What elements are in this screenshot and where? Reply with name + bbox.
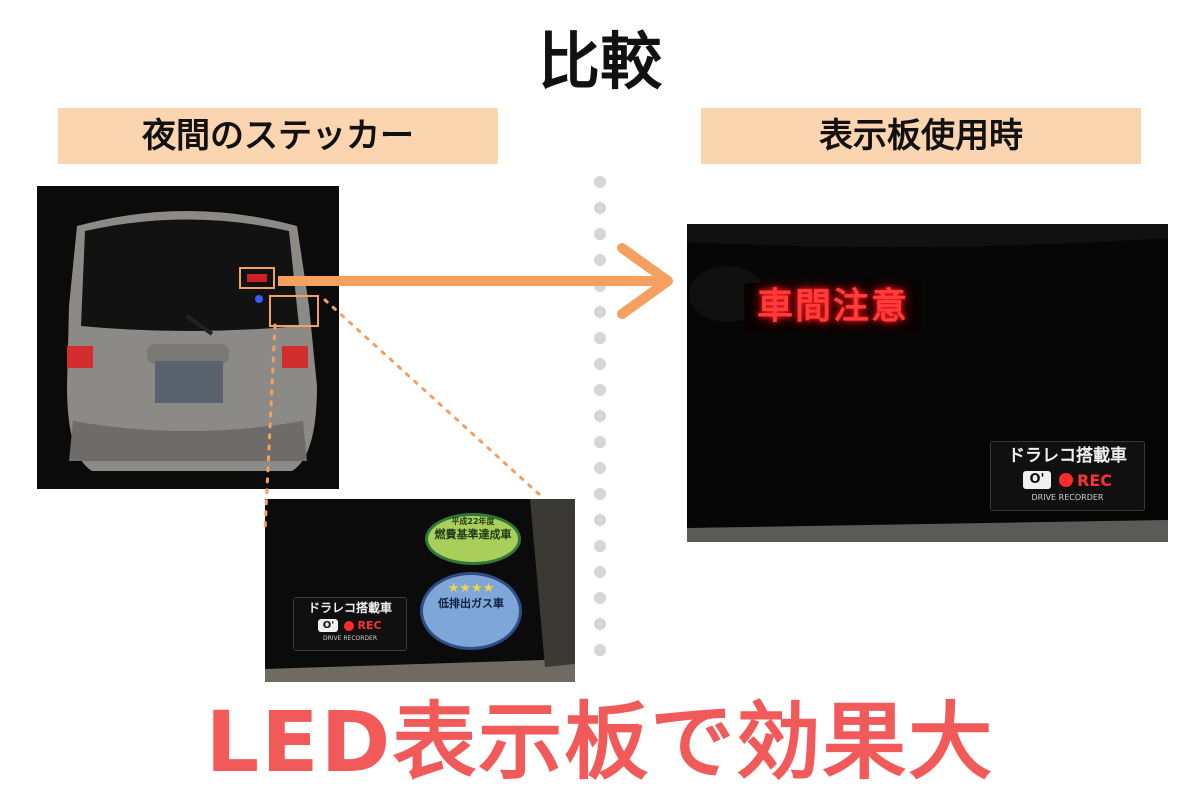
emission-sticker-label: 低排出ガス車 xyxy=(438,597,504,610)
right-label: 表示板使用時 xyxy=(701,108,1141,164)
rec-dot-icon xyxy=(344,620,355,631)
sticker-row: O' REC xyxy=(991,468,1144,492)
low-emission-sticker: ★★★★ 低排出ガス車 xyxy=(420,572,522,650)
arrow-head-icon xyxy=(617,243,673,319)
connector-right xyxy=(323,298,542,497)
car-illustration xyxy=(37,186,339,489)
led-display: 車間注意 xyxy=(744,283,922,331)
sticker-inset-sub: DRIVE RECORDER xyxy=(323,635,377,642)
rec-dot-icon xyxy=(1059,473,1073,487)
page-title: 比較 xyxy=(537,25,662,98)
rec-text: REC xyxy=(1077,470,1112,490)
fuel-standard-sticker: 平成22年度 燃費基準達成車 xyxy=(425,513,521,565)
left-label: 夜間のステッカー xyxy=(58,108,498,164)
camera-icon: O' xyxy=(1023,471,1051,489)
rec-text-inset: REC xyxy=(357,619,382,632)
sticker-sub: DRIVE RECORDER xyxy=(1031,493,1104,502)
car-night-photo xyxy=(37,186,339,489)
right-background xyxy=(687,224,1168,542)
sticker-title: ドラレコ搭載車 xyxy=(1008,446,1127,466)
sticker-inset-title: ドラレコ搭載車 xyxy=(307,601,392,615)
dashcam-sticker-inset: ドラレコ搭載車 O' REC DRIVE RECORDER xyxy=(293,597,407,651)
fuel-sticker-label: 燃費基準達成車 xyxy=(434,528,512,541)
headline: LED表示板で効果大 xyxy=(205,693,995,791)
divider-dots xyxy=(594,176,606,656)
dashcam-sticker: ドラレコ搭載車 O' REC DRIVE RECORDER xyxy=(990,441,1145,511)
camera-icon: O' xyxy=(318,619,339,632)
emission-stars: ★★★★ xyxy=(447,581,495,596)
fuel-sticker-year: 平成22年度 xyxy=(451,517,495,526)
rec-badge: REC xyxy=(1059,471,1112,490)
inset-background xyxy=(265,499,575,682)
rec-badge-inset: REC xyxy=(344,619,382,632)
sticker-closeup-photo xyxy=(265,499,575,682)
sticker-inset-row: O' REC xyxy=(294,617,406,634)
